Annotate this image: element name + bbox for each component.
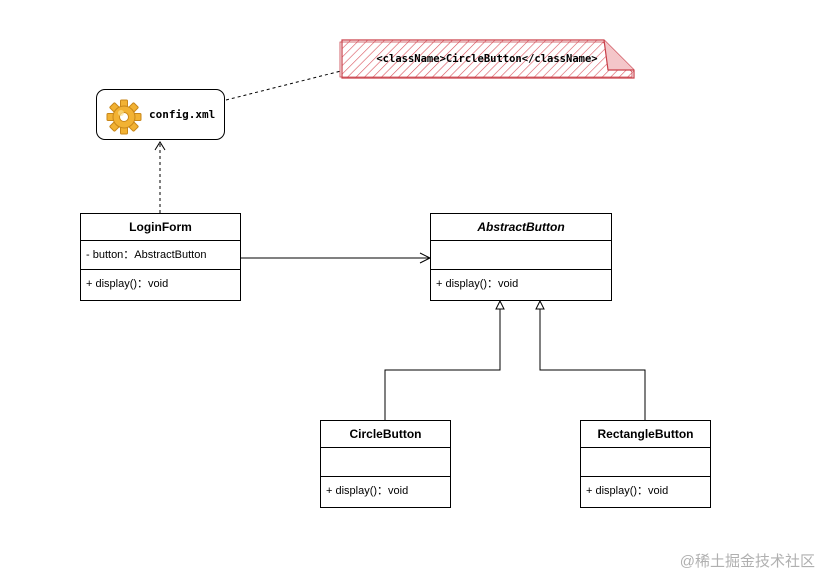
class-circle-button[interactable]: CircleButton + display()：void xyxy=(320,420,451,508)
association-arrow xyxy=(241,252,432,264)
class-attribute xyxy=(431,241,611,270)
class-method: + display()：void xyxy=(326,485,409,497)
class-method: + display()：void xyxy=(586,485,669,497)
class-abstract-button[interactable]: AbstractButton + display()：void xyxy=(430,213,612,301)
class-attribute xyxy=(581,448,710,477)
config-file-box[interactable]: config.xml xyxy=(96,89,225,140)
class-method: + display()：void xyxy=(86,278,169,290)
note-text: <className>CircleButton</className> xyxy=(376,53,598,65)
class-name: RectangleButton xyxy=(581,421,710,448)
class-attribute: - button：AbstractButton xyxy=(81,241,240,270)
class-name: LoginForm xyxy=(81,214,240,241)
generalization-arrow-circle xyxy=(384,299,505,420)
class-method: + display()：void xyxy=(436,278,519,290)
gear-icon xyxy=(106,99,142,135)
class-name: AbstractButton xyxy=(431,214,611,241)
class-attribute xyxy=(321,448,450,477)
class-rectangle-button[interactable]: RectangleButton + display()：void xyxy=(580,420,711,508)
note-connector xyxy=(225,70,342,101)
generalization-arrow-rectangle xyxy=(535,299,646,420)
dependency-arrow xyxy=(154,141,166,213)
config-file-label: config.xml xyxy=(149,108,216,121)
watermark: @稀土掘金技术社区 xyxy=(679,553,815,570)
class-login-form[interactable]: LoginForm - button：AbstractButton + disp… xyxy=(80,213,241,301)
class-name: CircleButton xyxy=(321,421,450,448)
note-shape xyxy=(339,39,635,79)
